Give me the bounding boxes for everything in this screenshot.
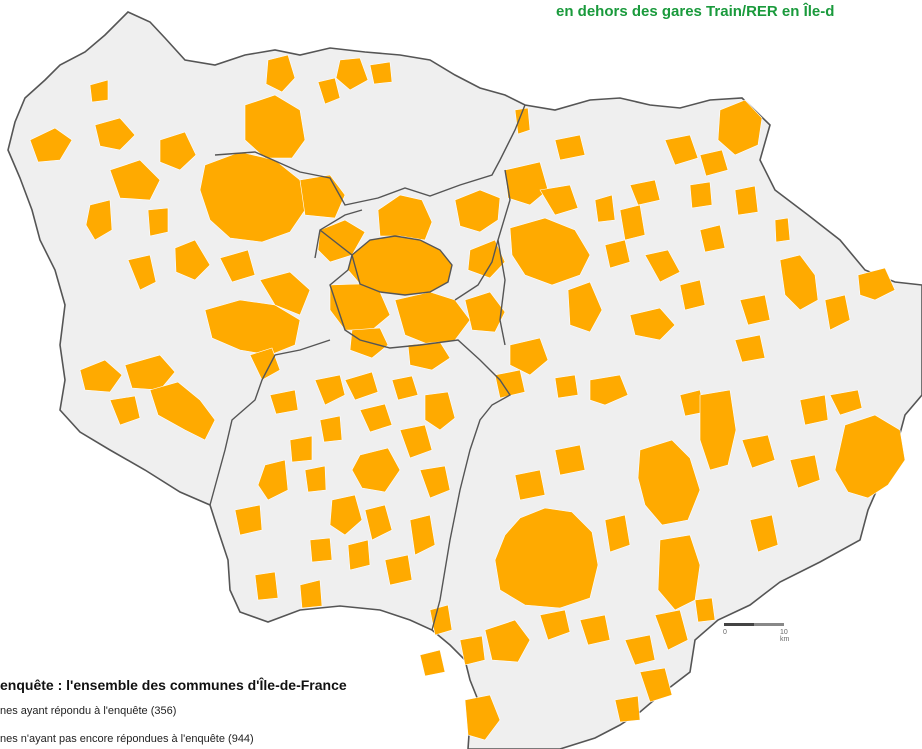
legend-item-not-responded: nes n'ayant pas encore répondues à l'enq…: [0, 733, 254, 745]
map-title: en dehors des gares Train/RER en Île-d: [556, 3, 835, 20]
departement-boundaries: [209, 104, 526, 631]
scale-start-label: 0: [723, 629, 727, 636]
scale-bar: 0 10 km: [722, 617, 792, 643]
legend-item-responded: nes ayant répondu à l'enquête (356): [0, 705, 177, 717]
responded-communes: [29, 54, 906, 741]
legend-title: enquête : l'ensemble des communes d'Île-…: [0, 677, 347, 693]
scale-bar-segment: [724, 623, 754, 626]
scale-end-label: 10 km: [780, 629, 790, 643]
scale-bar-line: [724, 623, 784, 626]
